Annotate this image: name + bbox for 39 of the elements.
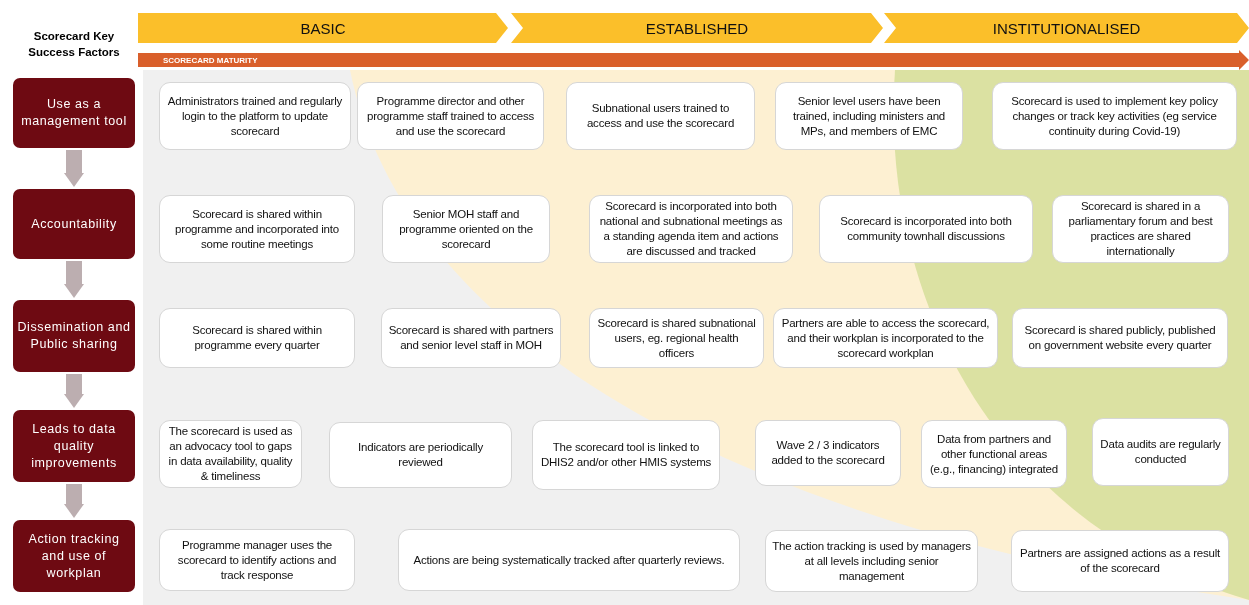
milestone-card: The scorecard tool is linked to DHIS2 and/or other HMIS systems xyxy=(532,420,720,490)
milestone-card: Wave 2 / 3 indicators added to the scorecard xyxy=(755,420,901,486)
success-factor-box: Use as a management tool xyxy=(13,78,135,148)
milestone-card: The scorecard is used as an advocacy tool to gaps in data availability, quality & timeliness xyxy=(159,420,302,488)
milestone-card: Partners are assigned actions as a result of the scorecard xyxy=(1011,530,1229,592)
milestone-card: Actions are being systematically tracked after quarterly reviews. xyxy=(398,529,740,591)
milestone-card: Scorecard is shared with partners and senior level staff in MOH xyxy=(381,308,561,368)
milestone-card: Administrators trained and regularly login to the platform to update scorecard xyxy=(159,82,351,150)
milestone-card: Indicators are periodically reviewed xyxy=(329,422,512,488)
milestone-card: Scorecard is shared in a parliamentary forum and best practices are shared internationally xyxy=(1052,195,1229,263)
milestone-card: Subnational users trained to access and use the scorecard xyxy=(566,82,755,150)
down-arrow xyxy=(64,374,84,408)
success-factor-box: Dissemination and Public sharing xyxy=(13,300,135,372)
success-factor-box: Leads to data quality improvements xyxy=(13,410,135,482)
milestone-card: Programme director and other programme staff trained to access and use the scorecard xyxy=(357,82,544,150)
milestone-card: Partners are able to access the scorecard, and their workplan is incorporated to the scorecard workplan xyxy=(773,308,998,368)
milestone-card: Data audits are regularly conducted xyxy=(1092,418,1229,486)
stage-banner: INSTITUTIONALISED xyxy=(884,13,1249,43)
success-factor-box: Accountability xyxy=(13,189,135,259)
milestone-card: Data from partners and other functional areas (e.g., financing) integrated xyxy=(921,420,1067,488)
down-arrow xyxy=(64,150,84,187)
milestone-card: Scorecard is used to implement key policy changes or track key activities (eg service continuity during Covid-19) xyxy=(992,82,1237,150)
stage-banner: BASIC xyxy=(138,13,508,43)
milestone-card: Scorecard is shared subnational users, eg. regional health officers xyxy=(589,308,764,368)
milestone-card: Scorecard is shared publicly, published on government website every quarter xyxy=(1012,308,1228,368)
milestone-card: Scorecard is shared within programme every quarter xyxy=(159,308,355,368)
milestone-card: Senior MOH staff and programme oriented on the scorecard xyxy=(382,195,550,263)
milestone-card: The action tracking is used by managers at all levels including senior management xyxy=(765,530,978,592)
milestone-card: Scorecard is incorporated into both community townhall discussions xyxy=(819,195,1033,263)
down-arrow xyxy=(64,261,84,298)
milestone-card: Programme manager uses the scorecard to identify actions and track response xyxy=(159,529,355,591)
maturity-banner: SCORECARD MATURITY xyxy=(138,50,1249,70)
milestone-card: Scorecard is incorporated into both national and subnational meetings as a standing agenda item and actions are discussed and tracked xyxy=(589,195,793,263)
success-factor-box: Action tracking and use of workplan xyxy=(13,520,135,592)
stage-banner: ESTABLISHED xyxy=(511,13,883,43)
milestone-card: Scorecard is shared within programme and incorporated into some routine meetings xyxy=(159,195,355,263)
milestone-card: Senior level users have been trained, including ministers and MPs, and members of EMC xyxy=(775,82,963,150)
down-arrow xyxy=(64,484,84,518)
column-heading: Scorecard Key Success Factors xyxy=(27,29,121,60)
